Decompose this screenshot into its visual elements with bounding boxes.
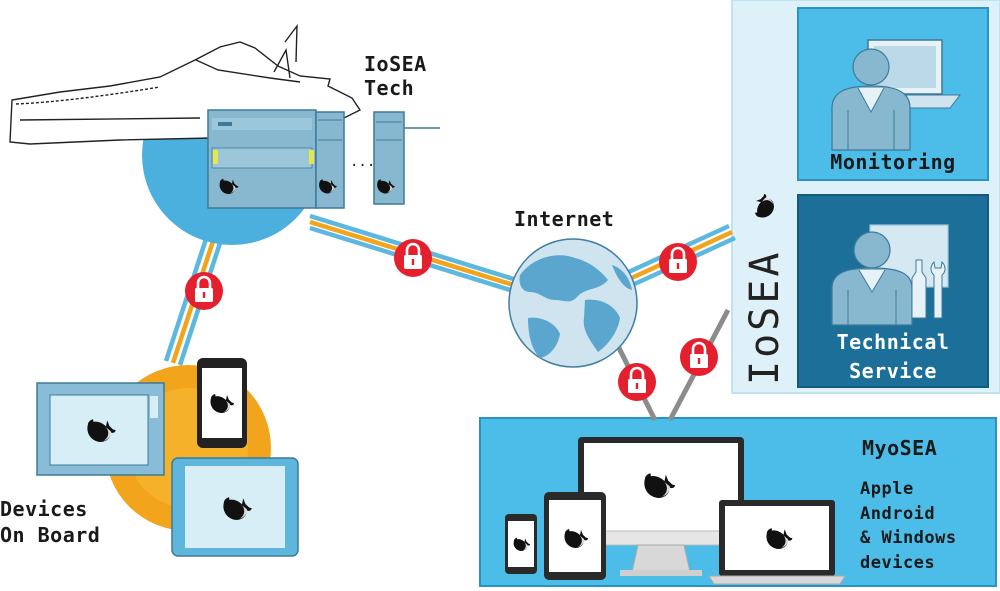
laptop-icon [708,500,846,585]
devices-on-board-label: Devices On Board [0,497,101,547]
plc-hardware-icon: ... [207,109,440,209]
lock-icon [616,361,658,403]
globe-icon[interactable] [508,238,638,368]
platforms-label: Apple Android & Windows devices [860,479,957,573]
lock-icon [657,241,699,283]
iosea-brand-vertical: IoSEA [742,249,788,385]
monitoring-label: Monitoring [830,150,956,174]
lock-icon [392,237,434,279]
svg-text:...: ... [350,154,375,170]
lock-icon [678,336,720,378]
iosea-tech-label: IoSEA Tech [364,52,427,100]
operator-icon [831,39,962,151]
technical-service-label: Technical Service [836,330,950,383]
panel-pc-icon [36,382,165,476]
internet-label: Internet [514,207,615,231]
tablet-icon [544,492,606,580]
wrench-icon [911,259,946,319]
smartphone-icon [197,358,247,448]
myosea-label: MyoSEA [862,436,938,460]
lock-icon [183,270,225,312]
smartphone-icon [505,514,537,574]
tablet-icon [171,457,299,557]
